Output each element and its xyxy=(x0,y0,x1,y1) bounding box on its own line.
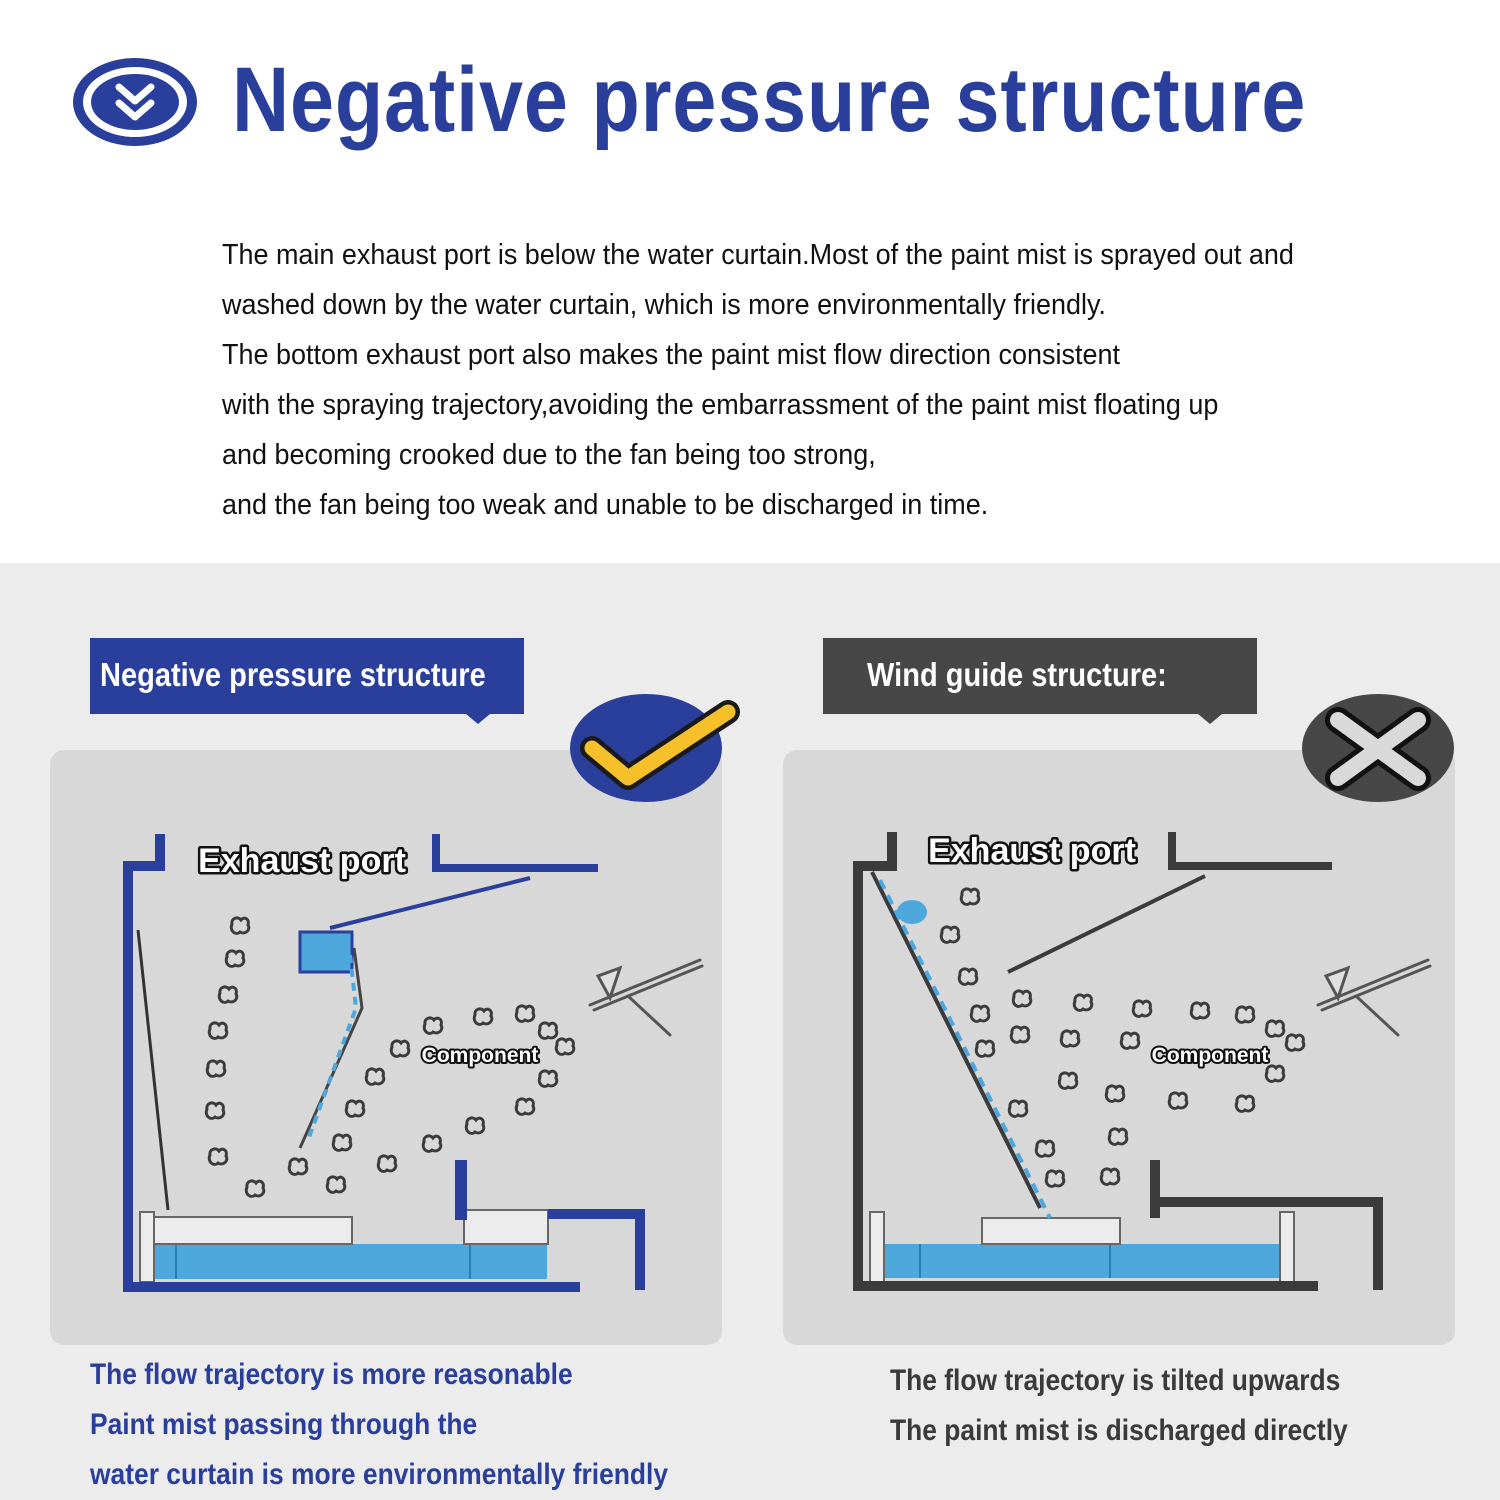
component-label: Component xyxy=(422,1044,539,1067)
caption-line: The flow trajectory is tilted upwards xyxy=(890,1364,1341,1397)
description-line: and becoming crooked due to the fan bein… xyxy=(222,439,876,471)
negative-pressure-captions: The flow trajectory is more reasonable P… xyxy=(90,1350,747,1500)
caption-line: Paint mist passing through the xyxy=(90,1408,478,1441)
negative-pressure-booth xyxy=(123,834,645,1292)
page-title: Negative pressure structure xyxy=(232,49,1307,151)
wind-guide-booth xyxy=(853,832,1383,1291)
exhaust-port-label: Exhaust port xyxy=(198,842,406,880)
caption-line: water curtain is more environmentally fr… xyxy=(90,1458,669,1491)
caption-line: The paint mist is discharged directly xyxy=(890,1414,1348,1447)
description-line: The bottom exhaust port also makes the p… xyxy=(222,339,1120,371)
wind-guide-label-text: Wind guide structure: xyxy=(867,656,1167,693)
description: The main exhaust port is below the water… xyxy=(222,230,1422,530)
caption-line: The flow trajectory is more reasonable xyxy=(90,1358,573,1391)
description-line: The main exhaust port is below the water… xyxy=(222,239,1294,271)
description-line: washed down by the water curtain, which … xyxy=(222,289,1106,321)
check-icon xyxy=(570,694,740,802)
wind-guide-captions: The flow trajectory is tilted upwards Th… xyxy=(890,1356,1410,1456)
component-label: Component xyxy=(1152,1044,1269,1067)
paint-mist-particles xyxy=(939,887,1306,1188)
negative-pressure-label-text: Negative pressure structure xyxy=(100,656,486,693)
negative-pressure-label: Negative pressure structure xyxy=(90,638,524,714)
spray-gun-icon xyxy=(1316,958,1432,1037)
spray-gun-icon xyxy=(588,958,704,1037)
label-pointer xyxy=(466,714,490,724)
label-pointer xyxy=(1198,714,1222,724)
exhaust-port-label: Exhaust port xyxy=(928,832,1136,870)
description-line: with the spraying trajectory,avoiding th… xyxy=(222,389,1219,421)
cross-icon xyxy=(1302,694,1454,802)
description-line: and the fan being too weak and unable to… xyxy=(222,489,989,521)
double-chevron-down-icon xyxy=(73,58,197,146)
wind-guide-label: Wind guide structure: xyxy=(823,638,1257,714)
